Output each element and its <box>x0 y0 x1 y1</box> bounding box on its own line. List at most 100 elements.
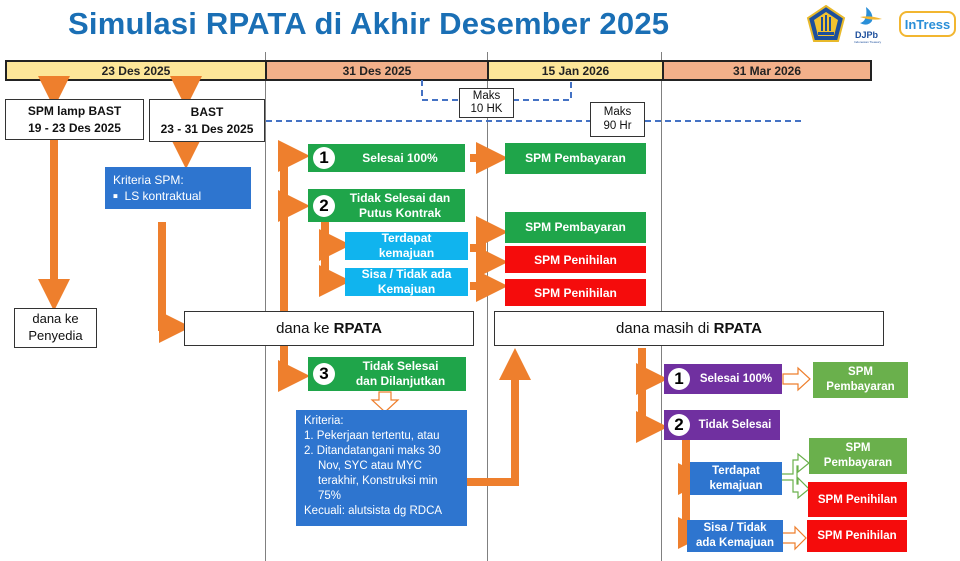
spm-bast-dates: 19 - 23 Des 2025 <box>28 120 121 135</box>
maks-value: 10 HK <box>470 103 503 115</box>
arrow-to-opt2a <box>319 222 351 261</box>
dana-masih-prefix: dana masih di <box>616 320 714 337</box>
dana-masih-di-rpata-box: dana masih di RPATA <box>494 311 884 346</box>
spm-line1: SPM <box>845 442 871 455</box>
hollow-arrow-right-opt2b-to-penihilan <box>781 525 807 551</box>
divider-line <box>661 52 662 561</box>
spm-line2: Pembayaran <box>826 381 895 393</box>
right-option-2b-line1: Sisa / Tidak <box>703 522 767 535</box>
kriteria-3-exception: Kecuali: alutsista dg RDCA <box>304 504 443 517</box>
option-2a-line1: Terdapat <box>381 231 432 245</box>
arrow-to-opt3 <box>278 335 310 392</box>
option-2-line2: Putus Kontrak <box>358 205 441 220</box>
bast-box: BAST 23 - 31 Des 2025 <box>149 99 265 142</box>
timeline-15-jan: 15 Jan 2026 <box>487 60 664 81</box>
timeline-23-des: 23 Des 2025 <box>5 60 267 81</box>
kriteria-spm-box: Kriteria SPM: ■ LS kontraktual <box>105 167 251 209</box>
kriteria-3-item-1: 1. Pekerjaan tertentu, atau <box>304 429 440 442</box>
right-option-2-label: Tidak Selesai <box>698 419 772 431</box>
arrow-to-dana-rpata <box>158 222 191 343</box>
djpb-logo-text: DJPb <box>855 30 879 40</box>
maks-10hk-label: Maks 10 HK <box>459 88 514 118</box>
divider-line <box>487 52 488 561</box>
bullet-icon: ■ <box>113 191 118 201</box>
trunk-right <box>636 348 668 395</box>
hollow-arrow-right-opt1-to-spm <box>782 366 811 392</box>
kemenkeu-logo <box>806 4 846 43</box>
dana-ke-rpata-box: dana ke RPATA <box>184 311 474 346</box>
kriteria-spm-title: Kriteria SPM: <box>113 173 184 187</box>
right-option-2a-line2: kemajuan <box>709 479 763 492</box>
right-option-2a-line1: Terdapat <box>712 464 760 477</box>
right-option-2b-sisa-kemajuan-box: Sisa / Tidak ada Kemajuan <box>687 520 783 552</box>
option-1-label: Selesai 100% <box>362 150 438 165</box>
kriteria-3-item-2-cont: 75% <box>318 489 342 502</box>
number-badge-2: 2 <box>668 414 690 436</box>
hollow-arrow-right-opt2a-split <box>778 452 810 500</box>
option-1-selesai-box: 1 Selesai 100% <box>308 144 465 172</box>
hollow-arrow-opt3-to-kriteria <box>370 391 400 413</box>
bast-dates: 23 - 31 Des 2025 <box>160 121 254 136</box>
kriteria-spm-item-text: LS kontraktual <box>124 189 202 204</box>
right-option-1-label: Selesai 100% <box>699 373 773 385</box>
number-badge-2: 2 <box>313 194 335 217</box>
maks-value: 90 Hr <box>603 119 632 132</box>
right-spm-pembayaran-box: SPM Pembayaran <box>813 362 908 398</box>
dana-ke-penyedia-box: dana ke Penyedia <box>14 308 97 348</box>
dana-rpata-prefix: dana ke <box>276 320 334 337</box>
maks-text: Maks <box>472 89 501 102</box>
maks-text: Maks <box>603 105 632 118</box>
option-2a-line2: kemajuan <box>378 246 435 260</box>
option-2-putus-kontrak-box: 2 Tidak Selesai dan Putus Kontrak <box>308 189 465 222</box>
maks-10hk-bracket <box>421 80 572 101</box>
arrow-right-to-opt2 <box>636 379 668 443</box>
arrow-to-opt2b <box>319 245 351 297</box>
option-3-line2: dan Dilanjutkan <box>355 374 446 388</box>
maks-90hr-label: Maks 90 Hr <box>590 102 645 137</box>
option-2b-sisa-kemajuan-box: Sisa / Tidak ada Kemajuan <box>345 267 468 296</box>
option-2b-line2: Kemajuan <box>377 282 436 296</box>
option-2b-line1: Sisa / Tidak ada <box>361 267 452 281</box>
spm-line2: Pembayaran <box>823 457 893 469</box>
kriteria-3-item-2: 2. Ditandatangani maks 30 <box>304 444 441 457</box>
right-option-2b-line2: ada Kemajuan <box>696 537 774 549</box>
djpb-logo-subtext: Indonesian Treasury <box>854 40 882 44</box>
option-2-label: Tidak Selesai dan Putus Kontrak <box>335 191 465 221</box>
option-2-line1: Tidak Selesai dan <box>349 190 451 205</box>
arrow-opt2a-split <box>470 216 508 252</box>
dana-penyedia-line2: Penyedia <box>28 328 83 343</box>
right-spm-pembayaran-box: SPM Pembayaran <box>809 438 907 474</box>
number-badge-3: 3 <box>313 363 335 385</box>
option-3-dilanjutkan-box: 3 Tidak Selesai dan Dilanjutkan <box>308 357 466 391</box>
intress-logo: InTress <box>899 11 956 37</box>
spm-bast-title: SPM lamp BAST <box>27 104 122 119</box>
number-badge-1: 1 <box>313 147 335 169</box>
kriteria-3-title: Kriteria: <box>304 415 344 427</box>
kriteria-3-item-2-cont: terakhir, Konstruksi min <box>318 474 438 487</box>
right-option-2-tidak-selesai-box: 2 Tidak Selesai <box>664 410 780 440</box>
divider-line <box>265 52 266 561</box>
djpb-logo: DJPb Indonesian Treasury <box>852 3 892 45</box>
kriteria-3-box: Kriteria: 1. Pekerjaan tertentu, atau 2.… <box>296 410 467 526</box>
kriteria-spm-item: ■ LS kontraktual <box>113 188 243 204</box>
timeline-31-mar: 31 Mar 2026 <box>662 60 872 81</box>
option-3-label: Tidak Selesai dan Dilanjutkan <box>335 359 466 389</box>
dana-rpata-bold: RPATA <box>333 320 382 337</box>
spm-pembayaran-box: SPM Pembayaran <box>505 212 646 243</box>
arrow-opt2a-to-penihilan <box>476 246 508 278</box>
spm-pembayaran-box: SPM Pembayaran <box>505 143 646 174</box>
right-spm-penihilan-box: SPM Penihilan <box>808 482 907 517</box>
right-option-2a-terdapat-kemajuan-box: Terdapat kemajuan <box>690 462 782 495</box>
trunk-middle <box>278 140 310 375</box>
right-spm-penihilan-box: SPM Penihilan <box>807 520 907 552</box>
option-2a-terdapat-kemajuan-box: Terdapat kemajuan <box>345 231 468 260</box>
dana-masih-bold: RPATA <box>713 320 762 337</box>
timeline-31-des: 31 Des 2025 <box>265 60 489 81</box>
spm-line1: SPM <box>848 366 873 379</box>
option-3-line1: Tidak Selesai <box>362 359 439 373</box>
number-badge-1: 1 <box>668 368 690 390</box>
arrow-kriteria3-to-dana-masih <box>467 348 531 486</box>
bast-title: BAST <box>190 105 224 120</box>
spm-penihilan-box: SPM Penihilan <box>505 246 646 273</box>
